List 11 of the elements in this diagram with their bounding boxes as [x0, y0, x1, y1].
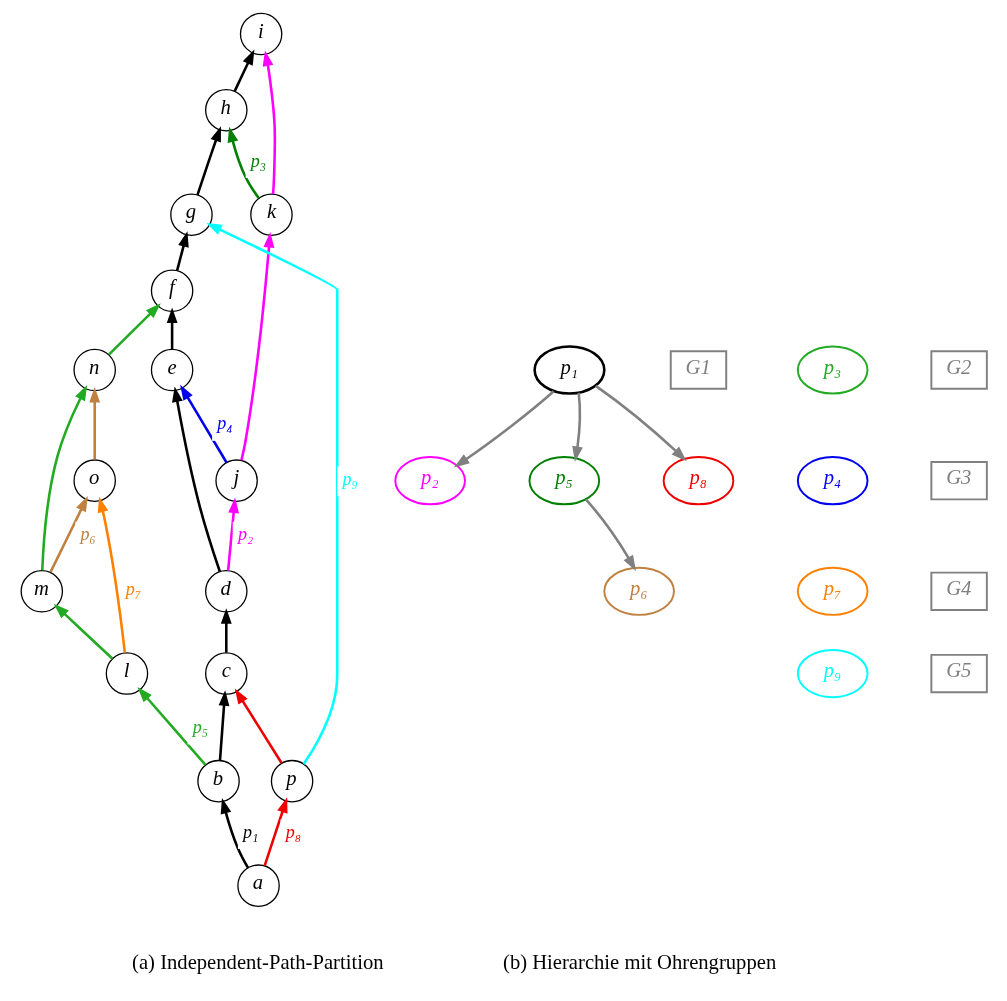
- edge-label: p₉: [341, 468, 358, 489]
- edge-label: p₃: [250, 150, 266, 171]
- edge-label: p₆: [80, 524, 96, 545]
- edge-label: p₁: [242, 821, 258, 842]
- edge-label: p₄: [216, 413, 233, 434]
- label: (a) Independent-Path-Partition: [131, 951, 384, 974]
- edge-label: p₅: [192, 717, 208, 738]
- edge-label: p₈: [285, 821, 301, 842]
- label: (b) Hierarchie mit Ohrengruppen: [502, 951, 776, 974]
- edge-label: p₂: [237, 524, 253, 545]
- edge-label: p₇: [125, 579, 141, 600]
